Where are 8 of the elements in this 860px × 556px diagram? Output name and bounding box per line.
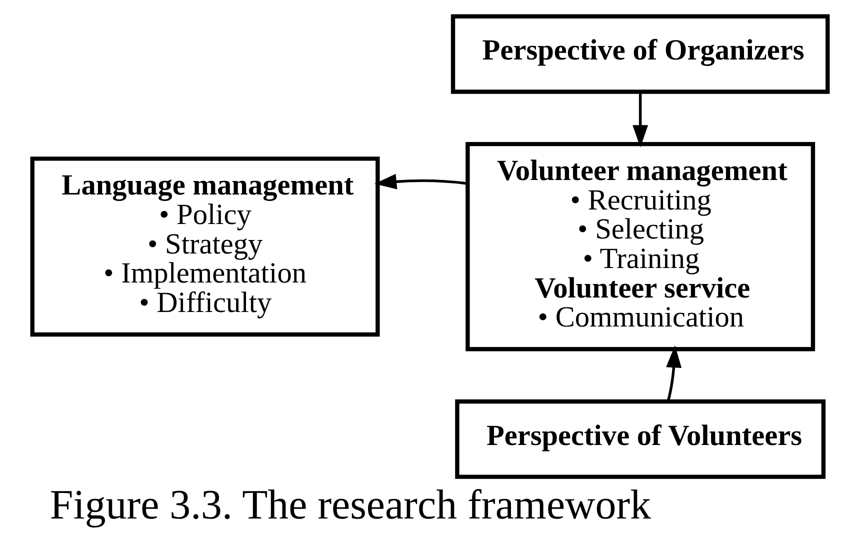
node-box: Perspective of Volunteers: [455, 399, 826, 479]
node-box: Perspective of Organizers: [450, 14, 830, 94]
caption: Figure 3.3. The research framework: [50, 482, 652, 529]
arrow: [374, 174, 468, 190]
node-box: Language management • Policy • Strategy • Implementation • Difficulty: [30, 156, 380, 337]
arrow: [632, 92, 648, 148]
arrow: [666, 345, 682, 402]
node-box: Volunteer management • Recruiting • Selecting • Training Volunteer service • Communication: [466, 142, 816, 352]
